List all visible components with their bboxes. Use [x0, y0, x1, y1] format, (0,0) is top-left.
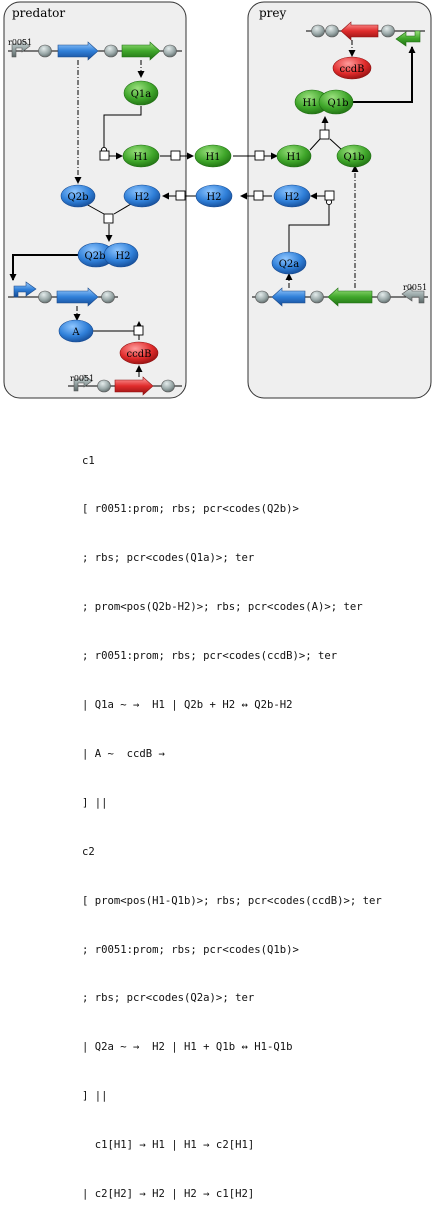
species-q1a-label: Q1a [131, 89, 152, 100]
species-h2-environment [195, 184, 233, 208]
species-ccdb-predator [119, 341, 159, 365]
species-h1-environment-label: H1 [205, 152, 220, 163]
complex-h1q1b-q1b [318, 89, 354, 115]
code-line: | Q2a ~ → H2 | H1 + Q1b ↔ H1-Q1b [82, 1041, 293, 1054]
species-q1b-label: Q1b [344, 152, 365, 163]
cds-ccdb-reverse-icon [340, 21, 379, 41]
code-line: ] || [82, 796, 108, 809]
promoter-r0051-reverse-icon [401, 286, 425, 304]
species-h1-prey [276, 144, 312, 168]
reaction-node [175, 190, 186, 201]
activation-h1q1b [347, 46, 416, 103]
promoter-r0051-icon [73, 374, 93, 392]
complex-q2bh2-h2 [103, 242, 139, 268]
code-line: c2 [82, 845, 95, 858]
complex-h1q1b-h1-label: H1 [302, 98, 317, 109]
terminator-icon [101, 290, 115, 304]
reaction-node [254, 150, 265, 161]
species-h1-environment [194, 144, 232, 168]
terminator-icon [161, 379, 175, 393]
terminator-icon [255, 290, 269, 304]
species-h2-predator [123, 184, 161, 208]
rbs-icon [38, 290, 52, 304]
complex-q2bh2-h2-label: H2 [115, 251, 130, 262]
reaction-node [133, 325, 144, 336]
rbs-icon [310, 290, 324, 304]
reaction-node [170, 150, 181, 161]
cds-q2b-icon [57, 41, 99, 61]
species-q2a-label: Q2a [279, 259, 300, 270]
reaction-node [103, 213, 114, 224]
code-line: [ prom<pos(H1-Q1b)>; rbs; pcr<codes(ccdB… [82, 894, 382, 907]
species-ccdb-predator-label: ccdB [127, 349, 152, 360]
r0051-label-prey: r0051 [403, 283, 427, 292]
prey-label: prey [259, 6, 287, 20]
code-line: c1 [82, 454, 95, 467]
cds-q1b-reverse-icon [327, 287, 373, 307]
code-line: ; rbs; pcr<codes(Q2a)>; ter [82, 992, 255, 1005]
rbs-icon [377, 290, 391, 304]
code-line: [ r0051:prom; rbs; pcr<codes(Q2b)> [82, 503, 299, 516]
species-q1b [336, 144, 372, 168]
cds-a-icon [56, 287, 99, 307]
species-q1a [123, 80, 159, 106]
species-h2-prey [273, 184, 311, 208]
code-line: | A ~ ccdB → [82, 747, 165, 760]
code-line: | c2[H2] → H2 | H2 → c1[H2] [82, 1187, 255, 1200]
complex-h1q1b-q1b-label: Q1b [328, 98, 349, 109]
catalysis-q1a-h1 [100, 106, 142, 154]
species-h1-prey-label: H1 [286, 152, 301, 163]
code-line: ] || [82, 1090, 108, 1103]
code-line: ; rbs; pcr<codes(Q1a)>; ter [82, 552, 255, 565]
cds-ccdb-icon [114, 376, 154, 396]
promoter-pos-reverse-icon [395, 30, 421, 47]
rbs-icon [104, 44, 118, 58]
species-h2-prey-label: H2 [284, 192, 299, 203]
cds-q1a-icon [121, 41, 161, 61]
code-line: c1[H1] → H1 | H1 → c2[H1] [82, 1139, 255, 1152]
complex-q2bh2-q2b-label: Q2b [85, 251, 106, 262]
species-a [58, 319, 94, 343]
cds-q2a-reverse-icon [271, 287, 306, 307]
catalysis-q2a-h2 [288, 198, 333, 254]
species-h1-predator-label: H1 [133, 152, 148, 163]
species-ccdb-prey-label: ccdB [340, 64, 365, 75]
predator-label: predator [12, 6, 65, 20]
terminator-icon [163, 44, 177, 58]
species-ccdb-prey [332, 56, 372, 80]
species-a-label: A [71, 327, 80, 338]
reaction-node [253, 190, 264, 201]
species-h2-predator-label: H2 [134, 192, 149, 203]
reaction-node [319, 129, 330, 140]
r0051-label-pred-top: r0051 [8, 38, 32, 47]
code-line: | Q1a ~ → H1 | Q2b + H2 ↔ Q2b-H2 [82, 699, 293, 712]
binding-q1b [329, 138, 343, 151]
code-line: ; prom<pos(Q2b-H2)>; rbs; pcr<codes(A)>;… [82, 601, 363, 614]
binding-h2 [113, 203, 132, 215]
rbs-icon [381, 24, 395, 38]
predator-prey-diagram: predator prey r0051 r0051 r0051 [3, 1, 432, 399]
activation-q2bh2 [9, 254, 82, 281]
promoter-pos-icon [13, 281, 37, 298]
binding-q2b [85, 203, 105, 215]
reaction-node [99, 150, 110, 161]
code-line: ; r0051:prom; rbs; pcr<codes(Q1b)> [82, 943, 299, 956]
rbs-icon [97, 379, 111, 393]
promoter-r0051-icon [11, 39, 31, 58]
r0051-label-pred-bottom: r0051 [70, 374, 94, 383]
species-h1-predator [122, 144, 160, 168]
terminator-icon [325, 24, 339, 38]
rbs-icon [38, 44, 52, 58]
rbs-icon [311, 24, 325, 38]
species-q2a [271, 251, 307, 275]
gec-code-listing: c1 [ r0051:prom; rbs; pcr<codes(Q2b)> ; … [82, 420, 382, 1219]
species-h2-environment-label: H2 [206, 192, 221, 203]
binding-h1 [309, 138, 321, 151]
species-q2b-label: Q2b [68, 192, 89, 203]
reaction-node [324, 190, 335, 201]
species-q2b [60, 184, 96, 208]
code-line: ; r0051:prom; rbs; pcr<codes(ccdB)>; ter [82, 650, 338, 663]
